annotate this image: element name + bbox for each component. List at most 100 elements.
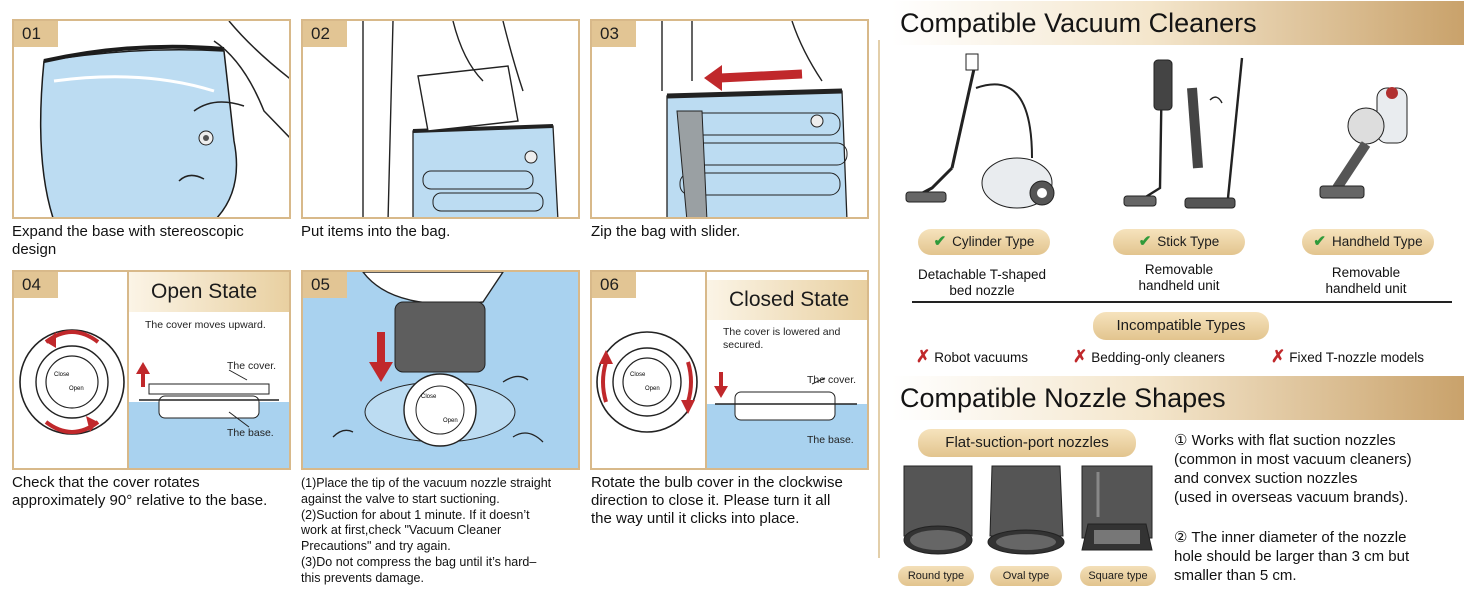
step-06-panel: 06 Close Open Closed State The cover is … — [590, 270, 869, 470]
caption-line: (3)Do not compress the bag until it’s ha… — [301, 554, 537, 569]
incompatible-item-fixed: ✗Fixed T-nozzle models — [1271, 347, 1424, 367]
oval-nozzle-icon — [987, 465, 1065, 555]
round-nozzle-icon — [903, 465, 973, 555]
check-icon: ✔ — [933, 233, 947, 250]
stick-type-badge: ✔ Stick Type — [1113, 229, 1245, 255]
valve-close-label: Close — [54, 372, 70, 378]
cross-icon: ✗ — [1271, 347, 1286, 366]
step-02-illustration — [362, 21, 559, 217]
badge-label: Cylinder Type — [952, 234, 1035, 249]
step-05-panel: 05 Close Open — [301, 270, 580, 470]
step-04-caption: Check that the cover rotates approximate… — [12, 474, 302, 510]
handheld-vacuum-icon — [1319, 87, 1408, 199]
oval-type-badge: Oval type — [990, 566, 1062, 586]
cross-icon: ✗ — [1073, 347, 1088, 366]
caption-line: (2)Suction for about 1 minute. If it doe… — [301, 507, 530, 522]
note-line: ① Works with flat suction nozzles — [1174, 432, 1396, 449]
desc-line: handheld unit — [1138, 278, 1220, 293]
check-icon: ✔ — [1313, 233, 1326, 250]
caption-line: direction to close it. Please turn it al… — [591, 492, 831, 509]
step-02-caption: Put items into the bag. — [301, 223, 581, 241]
valve-close-label: Close — [421, 394, 437, 400]
nozzle-note-1: ① Works with flat suction nozzles (commo… — [1174, 431, 1412, 507]
open-state-title: Open State — [129, 272, 289, 312]
incompatible-label: Fixed T-nozzle models — [1289, 350, 1425, 365]
incompatible-item-bedding: ✗Bedding-only cleaners — [1073, 347, 1225, 367]
square-nozzle-icon — [1081, 465, 1153, 551]
note-line: smaller than 5 cm. — [1174, 567, 1297, 584]
badge-label: Stick Type — [1157, 234, 1220, 249]
valve-open-label: Open — [69, 386, 84, 392]
note-line: and convex suction nozzles — [1174, 470, 1358, 487]
desc-line: bed nozzle — [949, 283, 1015, 298]
caption-line: Rotate the bulb cover in the clockwise — [591, 474, 843, 491]
note-line: (common in most vacuum cleaners) — [1174, 451, 1412, 468]
cover-label: The cover. — [807, 374, 857, 386]
round-type-badge: Round type — [898, 566, 974, 586]
caption-line: Check that the cover rotates — [12, 474, 200, 491]
step-number: 02 — [303, 21, 347, 47]
caption-line: Put items into the bag. — [301, 223, 451, 240]
closed-state-title: Closed State — [707, 280, 867, 320]
check-icon: ✔ — [1138, 233, 1152, 250]
caption-line: this prevents damage. — [301, 570, 424, 585]
closed-state-diagram — [707, 372, 867, 468]
cylinder-type-badge: ✔ Cylinder Type — [918, 229, 1050, 255]
incompatible-label: Robot vacuums — [934, 350, 1029, 365]
desc-line: handheld unit — [1325, 281, 1407, 296]
step-02-panel: 02 — [301, 19, 580, 219]
caption-line: Precautions" and try again. — [301, 539, 451, 554]
cylinder-vacuum-icon — [905, 53, 1055, 209]
caption-line: approximately 90° relative to the base. — [12, 492, 268, 509]
step-01-illustration — [39, 21, 289, 217]
caption-line: design — [12, 241, 57, 258]
step-number: 03 — [592, 21, 636, 47]
open-state-note: The cover moves upward. — [145, 319, 266, 331]
note-line: hole should be larger than 3 cm but — [1174, 548, 1410, 565]
step-03-panel: 03 — [590, 19, 869, 219]
cover-label: The cover. — [227, 360, 277, 372]
stick-description: Removable handheld unit — [1095, 262, 1263, 294]
nozzle-illustrations — [903, 465, 1153, 555]
step-01-caption: Expand the base with stereoscopic design — [12, 223, 292, 259]
badge-label: Handheld Type — [1332, 234, 1423, 249]
cylinder-description: Detachable T-shaped bed nozzle — [898, 267, 1066, 299]
handheld-description: Removable handheld unit — [1282, 265, 1450, 297]
incompatible-item-robot: ✗Robot vacuums — [916, 347, 1028, 367]
column-divider — [878, 40, 880, 558]
base-label: The base. — [227, 427, 274, 439]
valve-closed-illustration: Close Open — [596, 331, 698, 433]
caption-line: work at first,check "Vacuum Cleaner — [301, 523, 502, 538]
step-03-illustration — [661, 21, 848, 217]
vacuum-illustrations — [905, 53, 1408, 209]
valve-close-label: Close — [630, 372, 646, 378]
compatible-vacuums-heading: Compatible Vacuum Cleaners — [892, 1, 1464, 45]
note-line: The cover is lowered and — [723, 326, 841, 338]
step-04-panel: 04 Close Open Open State The cover moves… — [12, 270, 291, 470]
closed-state-panel: Closed State The cover is lowered and se… — [705, 272, 867, 468]
desc-line: Removable — [1144, 262, 1214, 277]
step-01-panel: 01 — [12, 19, 291, 219]
step-number: 04 — [14, 272, 58, 298]
caption-line: the way until it clicks into place. — [591, 510, 800, 527]
step-05-caption: (1)Place the tip of the vacuum nozzle st… — [301, 476, 591, 587]
cross-icon: ✗ — [916, 347, 931, 366]
note-line: (used in overseas vacuum brands). — [1174, 489, 1409, 506]
step-03-caption: Zip the bag with slider. — [591, 223, 871, 241]
incompatible-types-badge: Incompatible Types — [1093, 312, 1269, 340]
step-number: 01 — [14, 21, 58, 47]
base-label: The base. — [807, 434, 854, 446]
stick-vacuum-icon — [1123, 57, 1244, 209]
open-state-panel: Open State The cover moves upward. The c… — [127, 272, 289, 468]
nozzle-shapes-heading: Compatible Nozzle Shapes — [892, 376, 1464, 420]
caption-line: Zip the bag with slider. — [591, 223, 741, 240]
caption-line: Expand the base with stereoscopic — [12, 223, 244, 240]
flat-suction-badge: Flat-suction-port nozzles — [918, 429, 1136, 457]
caption-line: against the valve to start suctioning. — [301, 491, 500, 506]
step-05-illustration: Close Open — [332, 272, 544, 447]
valve-open-label: Open — [443, 418, 458, 424]
incompatible-label: Bedding-only cleaners — [1091, 350, 1225, 365]
valve-open-illustration: Close Open — [19, 329, 125, 435]
valve-open-label: Open — [645, 386, 660, 392]
handheld-type-badge: ✔ Handheld Type — [1302, 229, 1434, 255]
